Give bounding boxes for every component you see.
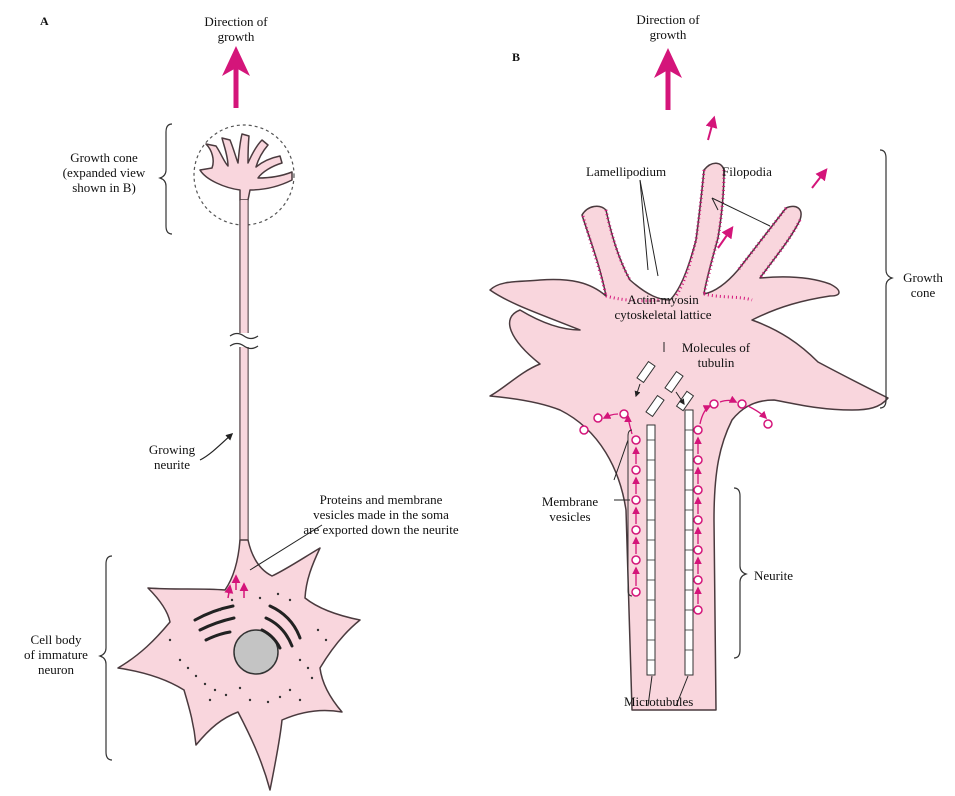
growth-cone-b-line1: Growth [894,270,952,285]
neurite-line2: neurite [140,457,204,472]
growth-cone-b-line2: cone [894,285,952,300]
neurite-pointer [200,434,232,460]
growth-cone-label-a: Growth cone (expanded view shown in B) [44,150,164,195]
direction-arrow-a [222,46,250,108]
cell-line1: Cell body [12,632,100,647]
direction-a-line1: Direction of [182,14,290,29]
actin-line1: Actin-myosin [598,292,728,307]
growing-neurite-label: Growing neurite [140,442,204,472]
filopodia-arrows [708,118,826,248]
microtubules-label: Microtubules [624,694,693,709]
panel-a-letter: A [40,14,49,29]
actin-line2: cytoskeletal lattice [598,307,728,322]
cell-body-label: Cell body of immature neuron [12,632,100,677]
lamellipodium-label: Lamellipodium [586,164,666,179]
direction-b-line2: growth [614,27,722,42]
vesicles-label: Membrane vesicles [532,494,608,524]
vesicles-line2: vesicles [532,509,608,524]
actin-label: Actin-myosin cytoskeletal lattice [598,292,728,322]
tubulin-label: Molecules of tubulin [666,340,766,370]
tubulin-line1: Molecules of [666,340,766,355]
tubulin-line2: tubulin [666,355,766,370]
direction-label-a: Direction of growth [182,14,290,44]
vesicles-line1: Membrane [532,494,608,509]
cell-line2: of immature [12,647,100,662]
cell-line3: neuron [12,662,100,677]
growth-cone-a-line2: (expanded view [44,165,164,180]
direction-label-b: Direction of growth [614,12,722,42]
direction-a-line2: growth [182,29,290,44]
export-line1: Proteins and membrane [286,492,476,507]
growth-cone-a-line1: Growth cone [44,150,164,165]
export-line3: are exported down the neurite [286,522,476,537]
neurite-break [230,333,258,349]
growth-cone-label-b: Growth cone [894,270,952,300]
export-line2: vesicles made in the soma [286,507,476,522]
filopodia-label: Filopodia [722,164,772,179]
panel-b [490,48,892,710]
cell-body-brace [100,556,112,760]
growth-cone-a-line3: shown in B) [44,180,164,195]
panel-b-letter: B [512,50,520,65]
neurite-line1: Growing [140,442,204,457]
growth-cone-a [200,134,292,200]
direction-b-line1: Direction of [614,12,722,27]
growth-cone-brace-b [880,150,892,408]
direction-arrow-b [654,48,682,110]
neurite-label-b: Neurite [754,568,793,583]
neurite-brace [734,488,746,658]
export-label: Proteins and membrane vesicles made in t… [286,492,476,537]
